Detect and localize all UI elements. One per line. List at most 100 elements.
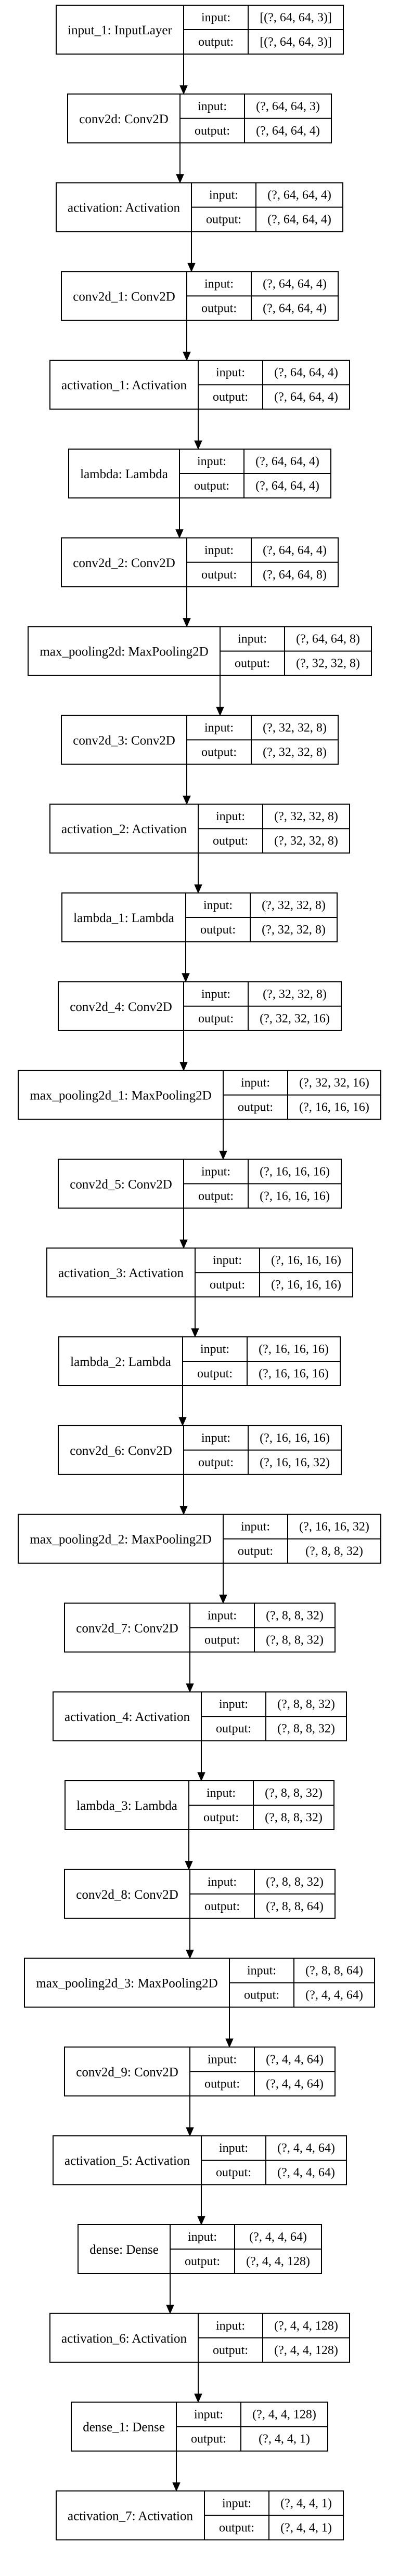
layer-name: max_pooling2d_3: MaxPooling2D bbox=[36, 1977, 217, 1991]
layer-node: activation_5: Activationinput:output:(?,… bbox=[53, 2135, 347, 2186]
output-label: output: bbox=[200, 923, 236, 937]
layer-node: max_pooling2d_2: MaxPooling2Dinput:outpu… bbox=[18, 1514, 381, 1564]
input-label: input: bbox=[201, 1431, 230, 1445]
arrowhead-icon bbox=[178, 1417, 187, 1427]
layer-name: conv2d_3: Conv2D bbox=[73, 733, 175, 747]
output-shape: (?, 4, 4, 64) bbox=[266, 2077, 324, 2091]
input-shape: (?, 8, 8, 32) bbox=[266, 1875, 324, 1889]
arrowhead-icon bbox=[172, 2482, 181, 2492]
output-label: output: bbox=[213, 834, 248, 848]
input-shape: (?, 32, 32, 8) bbox=[262, 899, 326, 912]
input-shape: (?, 64, 64, 3) bbox=[256, 100, 320, 113]
output-shape: (?, 8, 8, 64) bbox=[266, 1900, 324, 1913]
edge-arrow bbox=[187, 231, 196, 272]
input-shape: (?, 8, 8, 64) bbox=[305, 1964, 363, 1978]
input-label: input: bbox=[204, 277, 234, 291]
output-shape: (?, 4, 4, 1) bbox=[280, 2521, 332, 2534]
layer-name: activation_6: Activation bbox=[61, 2332, 187, 2346]
arrowhead-icon bbox=[175, 529, 184, 539]
output-shape: (?, 64, 64, 4) bbox=[274, 390, 338, 404]
output-label: output: bbox=[185, 2255, 220, 2268]
output-shape: (?, 16, 16, 16) bbox=[299, 1101, 369, 1114]
input-label: input: bbox=[209, 189, 238, 202]
output-shape: (?, 4, 4, 64) bbox=[305, 1989, 363, 2002]
output-label: output: bbox=[198, 35, 234, 49]
input-shape: (?, 4, 4, 64) bbox=[266, 2053, 324, 2066]
input-shape: (?, 32, 32, 8) bbox=[263, 988, 327, 1001]
input-label: input: bbox=[222, 2496, 251, 2510]
input-shape: (?, 16, 16, 16) bbox=[271, 1254, 341, 1267]
layer-name: dense: Dense bbox=[89, 2243, 159, 2257]
input-label: input: bbox=[200, 1343, 229, 1356]
layer-node: dense: Dense input: output: (?, 4, 4, 64) (?… bbox=[78, 2224, 322, 2274]
output-label: output: bbox=[194, 479, 229, 493]
layer-name: activation: Activation bbox=[68, 201, 180, 215]
input-shape: (?, 8, 8, 32) bbox=[277, 1698, 335, 1711]
output-label: output: bbox=[213, 2344, 248, 2357]
output-label: output: bbox=[244, 1989, 279, 2002]
layer-node: max_pooling2d_3: MaxPooling2Dinput:outpu… bbox=[24, 1957, 375, 2008]
edge-arrow bbox=[179, 1030, 188, 1071]
layer-name: conv2d_5: Conv2D bbox=[70, 1177, 172, 1191]
edge-arrow bbox=[191, 1297, 199, 1338]
layer-node: activation_3: Activationinput:output:(?,… bbox=[46, 1247, 353, 1298]
input-shape: (?, 4, 4, 64) bbox=[249, 2230, 307, 2244]
arrowhead-icon bbox=[179, 1506, 188, 1515]
output-shape: (?, 32, 32, 8) bbox=[274, 834, 338, 848]
input-shape: (?, 64, 64, 4) bbox=[274, 366, 338, 379]
arrowhead-icon bbox=[176, 174, 184, 183]
input-shape: (?, 16, 16, 16) bbox=[260, 1165, 330, 1178]
edge-arrow bbox=[183, 586, 191, 627]
arrowhead-icon bbox=[179, 1062, 188, 1071]
edge-arrow bbox=[194, 409, 202, 450]
arrowhead-icon bbox=[179, 85, 188, 95]
arrowhead-icon bbox=[225, 2038, 234, 2048]
input-label: input: bbox=[203, 899, 233, 912]
arrowhead-icon bbox=[216, 706, 224, 716]
layer-name: activation_4: Activation bbox=[65, 1710, 190, 1724]
input-label: input: bbox=[188, 2230, 217, 2244]
input-shape: (?, 32, 32, 8) bbox=[274, 810, 338, 823]
input-label: input: bbox=[219, 2141, 248, 2155]
edge-arrow bbox=[179, 1474, 188, 1515]
output-shape: (?, 4, 4, 64) bbox=[277, 2166, 335, 2179]
layer-name: lambda_2: Lambda bbox=[70, 1355, 171, 1369]
output-shape: (?, 64, 64, 4) bbox=[255, 479, 319, 493]
output-label: output: bbox=[198, 1189, 234, 1203]
input-shape: (?, 4, 4, 128) bbox=[252, 2408, 316, 2422]
input-label: input: bbox=[213, 1254, 242, 1267]
layer-name: conv2d_1: Conv2D bbox=[73, 290, 175, 304]
output-shape: (?, 16, 16, 16) bbox=[260, 1189, 330, 1203]
input-label: input: bbox=[204, 721, 234, 734]
input-shape: (?, 8, 8, 32) bbox=[266, 1609, 324, 1622]
output-shape: (?, 4, 4, 128) bbox=[246, 2255, 310, 2268]
output-shape: (?, 64, 64, 4) bbox=[263, 301, 327, 315]
input-shape: (?, 16, 16, 32) bbox=[299, 1520, 369, 1534]
input-shape: (?, 64, 64, 4) bbox=[263, 544, 327, 557]
input-label: input: bbox=[241, 1076, 270, 1090]
edge-arrow bbox=[182, 942, 190, 983]
arrowhead-icon bbox=[194, 2394, 202, 2403]
layer-name: dense_1: Dense bbox=[83, 2421, 165, 2435]
input-label: input: bbox=[208, 2053, 237, 2066]
edge-arrow bbox=[176, 142, 184, 183]
layer-name: lambda_3: Lambda bbox=[76, 1799, 177, 1813]
input-label: input: bbox=[204, 544, 234, 557]
output-label: output: bbox=[204, 2077, 240, 2091]
layer-name: input_1: InputLayer bbox=[68, 23, 172, 37]
output-label: output: bbox=[203, 1811, 239, 1824]
layer-name: activation_1: Activation bbox=[61, 378, 187, 392]
input-shape: (?, 16, 16, 16) bbox=[260, 1431, 330, 1445]
input-label: input: bbox=[216, 2319, 245, 2333]
arrowhead-icon bbox=[191, 1328, 199, 1338]
input-shape: (?, 64, 64, 4) bbox=[263, 277, 327, 291]
edge-arrow bbox=[216, 675, 224, 716]
output-label: output: bbox=[238, 1545, 273, 1558]
